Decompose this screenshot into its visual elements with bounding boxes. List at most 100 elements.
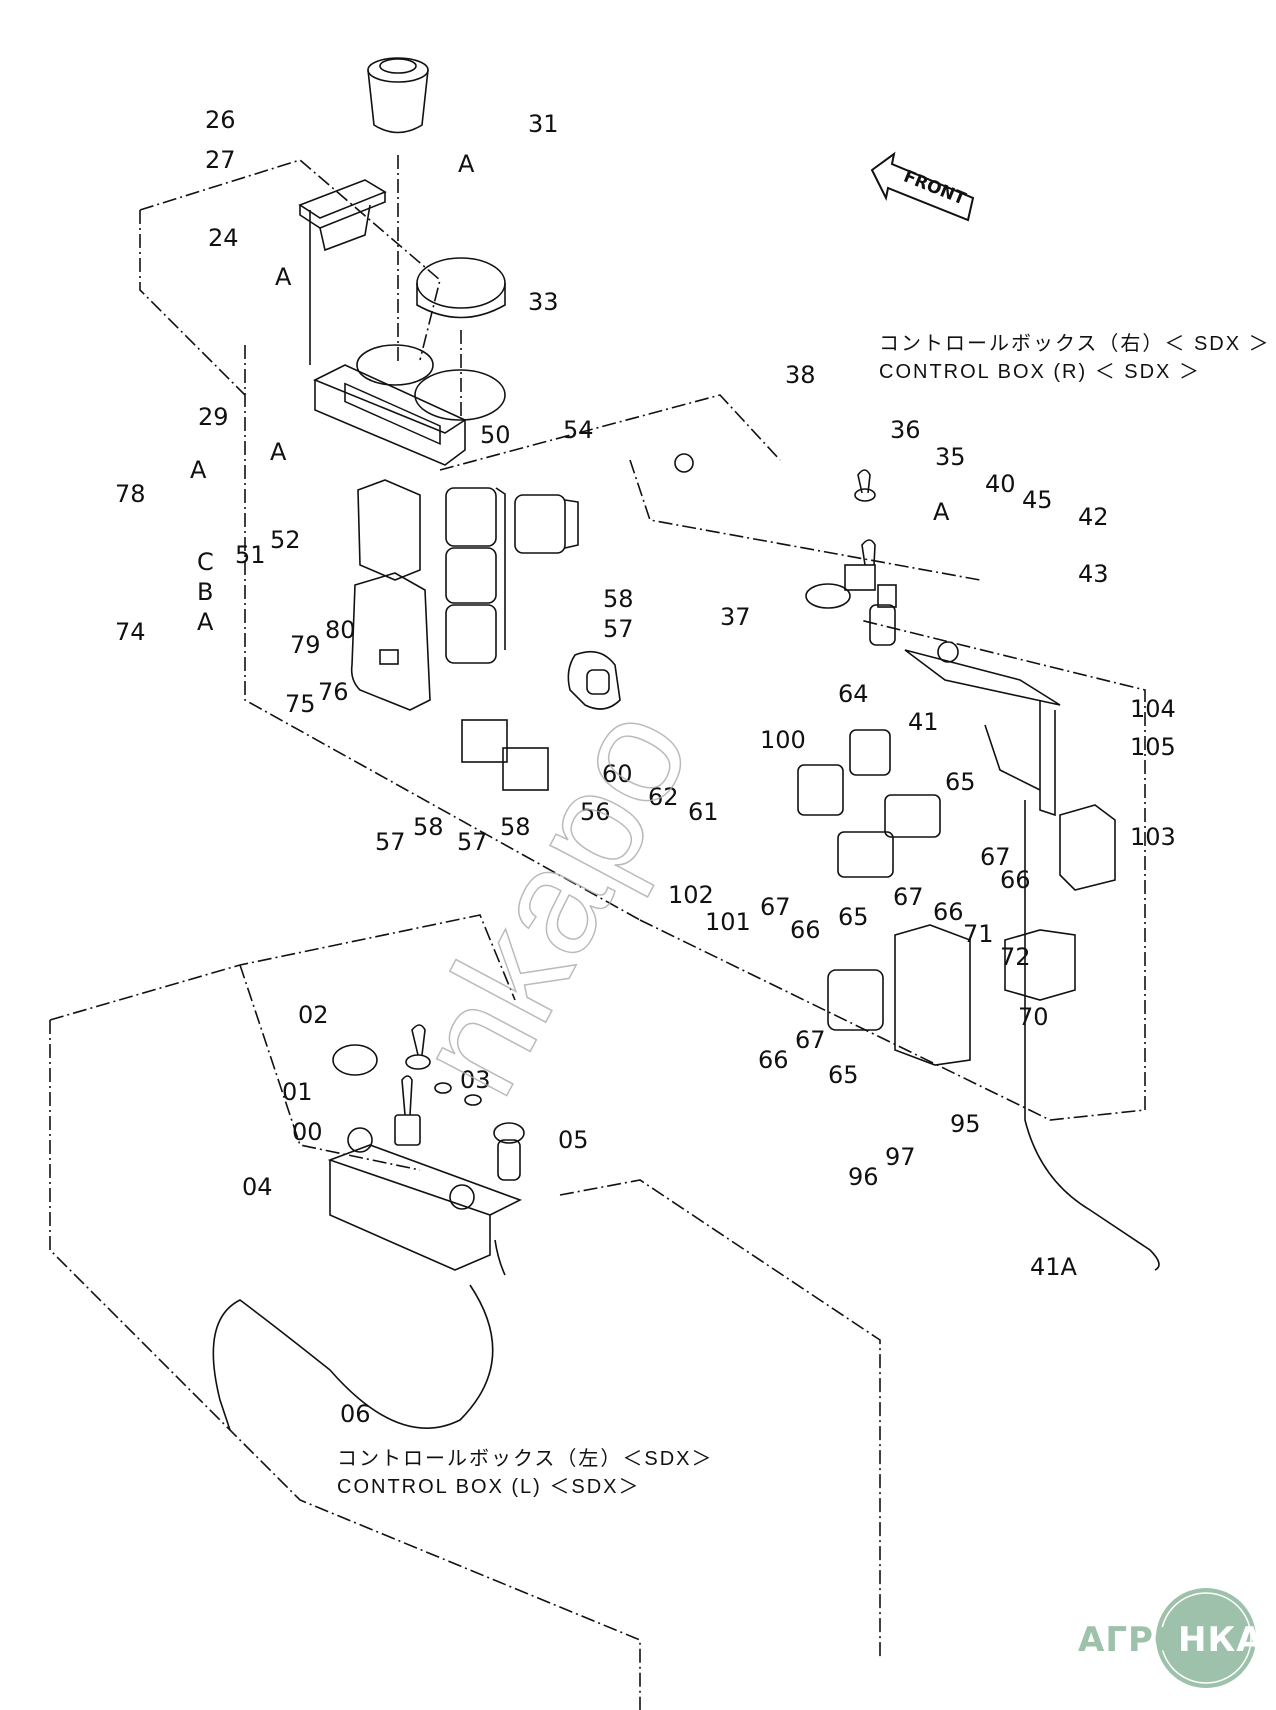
part-label-58: 58: [603, 585, 634, 613]
part-label-29: 29: [198, 403, 229, 431]
part-label-66: 66: [933, 898, 964, 926]
part-label-70: 70: [1018, 1003, 1049, 1031]
part-label-103: 103: [1130, 823, 1176, 851]
part-label-50: 50: [480, 421, 511, 449]
caption-right-en: CONTROL BOX (R) ＜ SDX ＞: [879, 361, 1201, 383]
part-label-03: 03: [460, 1066, 491, 1094]
gauge-31: [367, 57, 429, 365]
part-label-78: 78: [115, 480, 146, 508]
part-label-02: 02: [298, 1001, 329, 1029]
left-box-outline: [49, 914, 881, 1710]
group-letter-b: B: [197, 578, 214, 606]
part-label-00: 00: [292, 1118, 323, 1146]
caption-right-jp: コントロールボックス（右）＜ SDX ＞: [879, 333, 1271, 355]
part-label-105: 105: [1130, 733, 1176, 761]
cable-41A: [1024, 800, 1160, 1271]
part-label-64: 64: [838, 680, 869, 708]
module-78: [357, 479, 421, 581]
part-label-66: 66: [790, 916, 821, 944]
part-label-65: 65: [828, 1061, 859, 1089]
covers-103-70: [1004, 804, 1116, 1001]
part-label-41A: 41A: [1030, 1253, 1077, 1281]
part-label-66: 66: [1000, 866, 1031, 894]
part-label-35: 35: [935, 443, 966, 471]
part-label-65: 65: [945, 768, 976, 796]
panel-hole: [414, 369, 506, 421]
relays-64-100-65: [797, 729, 941, 878]
part-label-36: 36: [890, 416, 921, 444]
part-label-74: 74: [115, 618, 146, 646]
part-label-54: 54: [563, 416, 594, 444]
logo-text-nka: НКА: [1178, 1620, 1264, 1660]
caption-left-en: CONTROL BOX (L) ＜SDX＞: [337, 1476, 641, 1498]
group-letter-a: A: [275, 263, 292, 291]
part-label-42: 42: [1078, 503, 1109, 531]
part-label-40: 40: [985, 470, 1016, 498]
front-arrow-icon: [870, 151, 975, 222]
plate-45-41: [904, 641, 1061, 817]
group-letter-c: C: [197, 548, 214, 576]
part-label-67: 67: [980, 843, 1011, 871]
part-label-27: 27: [205, 146, 236, 174]
part-label-67: 67: [760, 893, 791, 921]
part-label-58: 58: [413, 813, 444, 841]
part-label-06: 06: [340, 1400, 371, 1428]
logo: АГРО НКА: [1078, 1560, 1276, 1710]
module-95: [827, 924, 971, 1066]
caption-control-box-left: コントロールボックス（左）＜SDX＞ CONTROL BOX (L) ＜SDX＞: [337, 1445, 714, 1501]
relay-56: [461, 719, 549, 791]
part-label-71: 71: [963, 920, 994, 948]
switches-35-36-37-40: [674, 453, 897, 646]
cap-33: [416, 257, 506, 420]
part-label-67: 67: [893, 883, 924, 911]
part-label-62: 62: [648, 783, 679, 811]
group-letter-a: A: [270, 438, 287, 466]
part-label-31: 31: [528, 110, 559, 138]
part-label-65: 65: [838, 903, 869, 931]
switch-24: [298, 179, 387, 365]
part-label-57: 57: [375, 828, 406, 856]
part-label-95: 95: [950, 1110, 981, 1138]
part-label-26: 26: [205, 106, 236, 134]
part-label-57: 57: [603, 615, 634, 643]
module-74: [350, 572, 431, 711]
part-label-61: 61: [688, 798, 719, 826]
part-label-37: 37: [720, 603, 751, 631]
caption-left-jp: コントロールボックス（左）＜SDX＞: [337, 1448, 714, 1470]
left-box-parts: [327, 1024, 525, 1276]
logo-circle-icon: [1156, 1588, 1256, 1688]
panel-hole: [356, 344, 434, 386]
part-label-60: 60: [602, 760, 633, 788]
part-label-101: 101: [705, 908, 751, 936]
group-letter-a: A: [458, 150, 475, 178]
part-label-79: 79: [290, 631, 321, 659]
part-label-80: 80: [325, 616, 356, 644]
part-label-102: 102: [668, 881, 714, 909]
part-label-75: 75: [285, 690, 316, 718]
relay-50: [445, 487, 506, 664]
panel-29: [313, 364, 467, 466]
part-label-67: 67: [795, 1026, 826, 1054]
part-label-05: 05: [558, 1126, 589, 1154]
relay-54: [514, 494, 579, 554]
group-letter-a: A: [197, 608, 214, 636]
part-label-58: 58: [500, 813, 531, 841]
part-label-76: 76: [318, 678, 349, 706]
group-letter-a: A: [190, 456, 207, 484]
part-label-01: 01: [282, 1078, 313, 1106]
part-label-41: 41: [908, 708, 939, 736]
group-letter-a: A: [933, 498, 950, 526]
part-label-24: 24: [208, 224, 239, 252]
part-label-104: 104: [1130, 695, 1176, 723]
horn-60: [567, 650, 621, 710]
part-label-43: 43: [1078, 560, 1109, 588]
part-label-66: 66: [758, 1046, 789, 1074]
part-label-100: 100: [760, 726, 806, 754]
cable-06: [212, 1284, 494, 1431]
part-label-04: 04: [242, 1173, 273, 1201]
part-label-33: 33: [528, 288, 559, 316]
part-label-96: 96: [848, 1163, 879, 1191]
part-label-56: 56: [580, 798, 611, 826]
logo-text-agro: АГРО: [1078, 1620, 1184, 1660]
